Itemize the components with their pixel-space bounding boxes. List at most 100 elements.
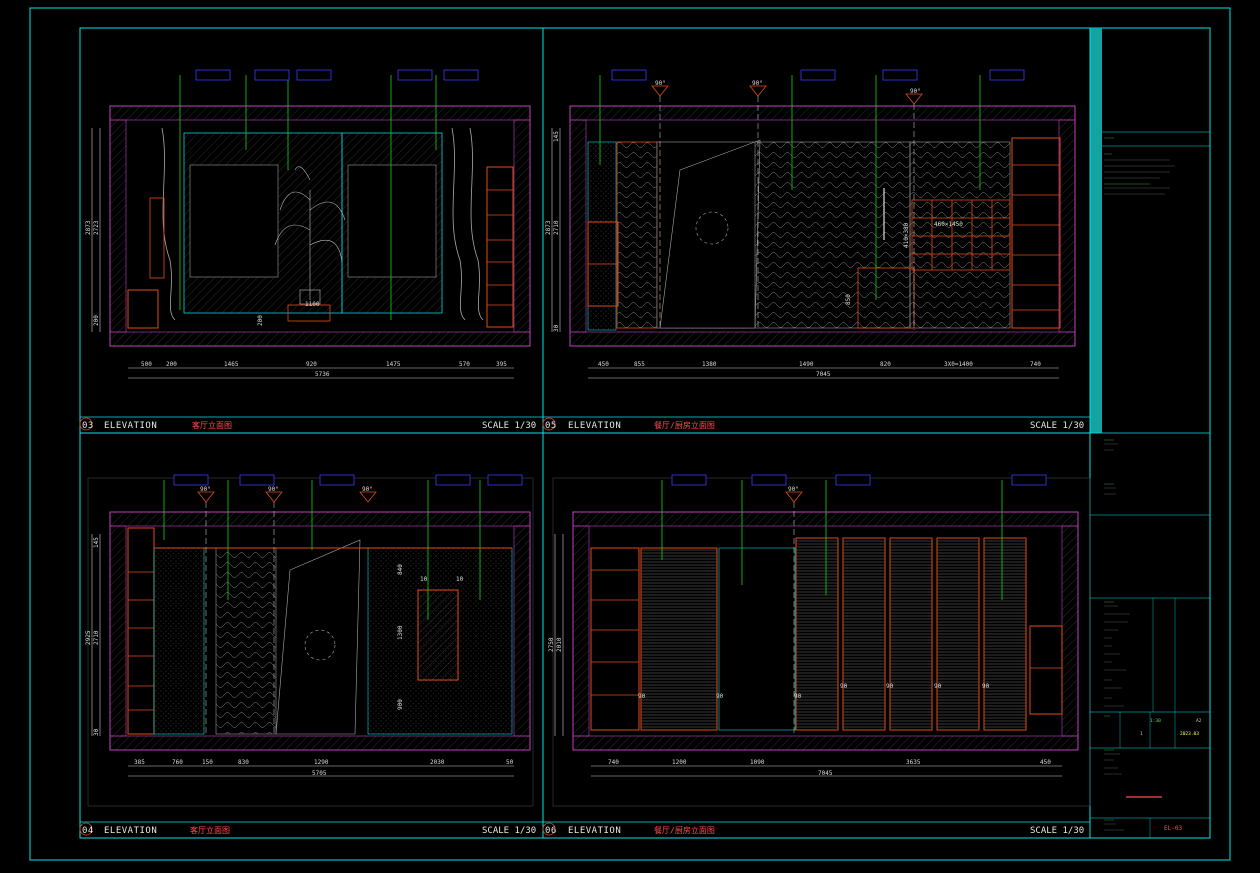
- dim: 740: [1030, 361, 1041, 368]
- dim-total: 7045: [816, 371, 831, 378]
- dim: 1475: [386, 361, 401, 368]
- callout: 90°: [655, 80, 666, 87]
- callout: 410×380: [903, 222, 910, 248]
- view-label-06: 06 ELEVATION 餐厅/厨房立面图 SCALE 1/30: [542, 821, 1090, 836]
- callout: 90°: [362, 486, 373, 493]
- dim: 1290: [314, 759, 329, 766]
- dim: 200: [166, 361, 177, 368]
- dim-height: 850: [845, 294, 852, 305]
- dim: 2030: [430, 759, 445, 766]
- dim: 450: [598, 361, 609, 368]
- view-title: ELEVATION: [104, 421, 157, 431]
- callout: 90: [716, 693, 724, 700]
- dim: 50: [506, 759, 514, 766]
- view-name: 客厅立面图: [192, 420, 232, 430]
- dim: 570: [459, 361, 470, 368]
- dim: 1200: [672, 759, 687, 766]
- callout: 90°: [200, 486, 211, 493]
- callout: 90°: [268, 486, 279, 493]
- dim: 450: [1040, 759, 1051, 766]
- view-number: 03: [82, 421, 94, 431]
- view-label-04: 04 ELEVATION 客厅立面图 SCALE 1/30: [79, 821, 543, 836]
- dim-total: 5736: [315, 371, 330, 378]
- title-block: 1:30 A2 2023.03 1 EL-03: [1090, 131, 1210, 838]
- accent-bar: [1090, 28, 1102, 433]
- view-label-05: 05 ELEVATION 餐厅/厨房立面图 SCALE 1/30: [542, 416, 1090, 431]
- dim: 3X0=1400: [944, 361, 973, 368]
- elevation-03: 500 200 1465 920 1475 570 395 5736 2873 …: [85, 69, 531, 379]
- elevation-04: 90° 90° 90° 385 760 150 830 1290 2030 50…: [85, 474, 534, 807]
- dim-height: 2723: [93, 220, 100, 235]
- callout: 90: [886, 683, 894, 690]
- view-title: ELEVATION: [568, 826, 621, 836]
- callout: 90°: [788, 486, 799, 493]
- dim-height: 200: [93, 315, 100, 326]
- dim-height: 2710: [93, 630, 100, 645]
- elevation-06: 90° 90 90 90 90 90 90 90 740 1200 1090 3…: [548, 474, 1091, 807]
- view-scale: SCALE 1/30: [1030, 826, 1084, 836]
- dim-height: 30: [553, 324, 560, 332]
- callout: 1300: [397, 625, 404, 640]
- dim: 3635: [906, 759, 921, 766]
- tb-scale: 1:30: [1150, 718, 1161, 724]
- tb-date: 2023.03: [1180, 731, 1199, 737]
- view-number: 04: [82, 826, 94, 836]
- elevation-05: 90° 90° 90° 450 855 1380 1490 820 3X0=14…: [545, 69, 1076, 379]
- callout: 90: [934, 683, 942, 690]
- callout: 90: [840, 683, 848, 690]
- dim-height: 2873: [545, 220, 552, 235]
- view-number: 05: [545, 421, 557, 431]
- view-title: ELEVATION: [568, 421, 621, 431]
- dim-height: 2925: [85, 630, 92, 645]
- dim: 385: [134, 759, 145, 766]
- dim-height: 145: [93, 537, 100, 548]
- dim-height: 145: [553, 131, 560, 142]
- callout: 90°: [752, 80, 763, 87]
- callout: 1100: [305, 301, 320, 308]
- callout: 10: [420, 576, 428, 583]
- dim-height: 2873: [85, 220, 92, 235]
- dim: 1490: [799, 361, 814, 368]
- dim: 395: [496, 361, 507, 368]
- callout: 900: [397, 699, 404, 710]
- view-number: 06: [545, 826, 557, 836]
- dim-height: 2010: [556, 637, 563, 652]
- dim: 855: [634, 361, 645, 368]
- callout: 90: [982, 683, 990, 690]
- sheet-outer-frame: [29, 7, 1231, 861]
- dim-height: 2710: [553, 220, 560, 235]
- dim-height: 2750: [548, 637, 555, 652]
- dim-height: 200: [257, 315, 264, 326]
- dim: 500: [141, 361, 152, 368]
- view-scale: SCALE 1/30: [482, 826, 536, 836]
- view-name: 餐厅/厨房立面图: [654, 420, 715, 430]
- callout: 90: [638, 693, 646, 700]
- dim-height: 30: [93, 728, 100, 736]
- dim: 740: [608, 759, 619, 766]
- view-title: ELEVATION: [104, 826, 157, 836]
- dim: 1090: [750, 759, 765, 766]
- view-label-03: 03 ELEVATION 客厅立面图 SCALE 1/30: [79, 416, 543, 431]
- callout: 90: [794, 693, 802, 700]
- callout: 460×1450: [934, 221, 963, 228]
- dim: 760: [172, 759, 183, 766]
- dim: 830: [238, 759, 249, 766]
- dim: 1380: [702, 361, 717, 368]
- callout: 10: [456, 576, 464, 583]
- callout: 840: [397, 564, 404, 575]
- dim: 1465: [224, 361, 239, 368]
- tb-drawing-no: EL-03: [1164, 825, 1182, 832]
- view-name: 餐厅/厨房立面图: [654, 825, 715, 835]
- tb-size: A2: [1196, 718, 1202, 724]
- callout: 90°: [910, 88, 921, 95]
- view-scale: SCALE 1/30: [1030, 421, 1084, 431]
- view-scale: SCALE 1/30: [482, 421, 536, 431]
- view-name: 客厅立面图: [190, 825, 230, 835]
- dim-total: 5705: [312, 770, 327, 777]
- tb-sheet: 1: [1140, 731, 1143, 737]
- dim-total: 7045: [818, 770, 833, 777]
- dim: 820: [880, 361, 891, 368]
- dim: 920: [306, 361, 317, 368]
- dim: 150: [202, 759, 213, 766]
